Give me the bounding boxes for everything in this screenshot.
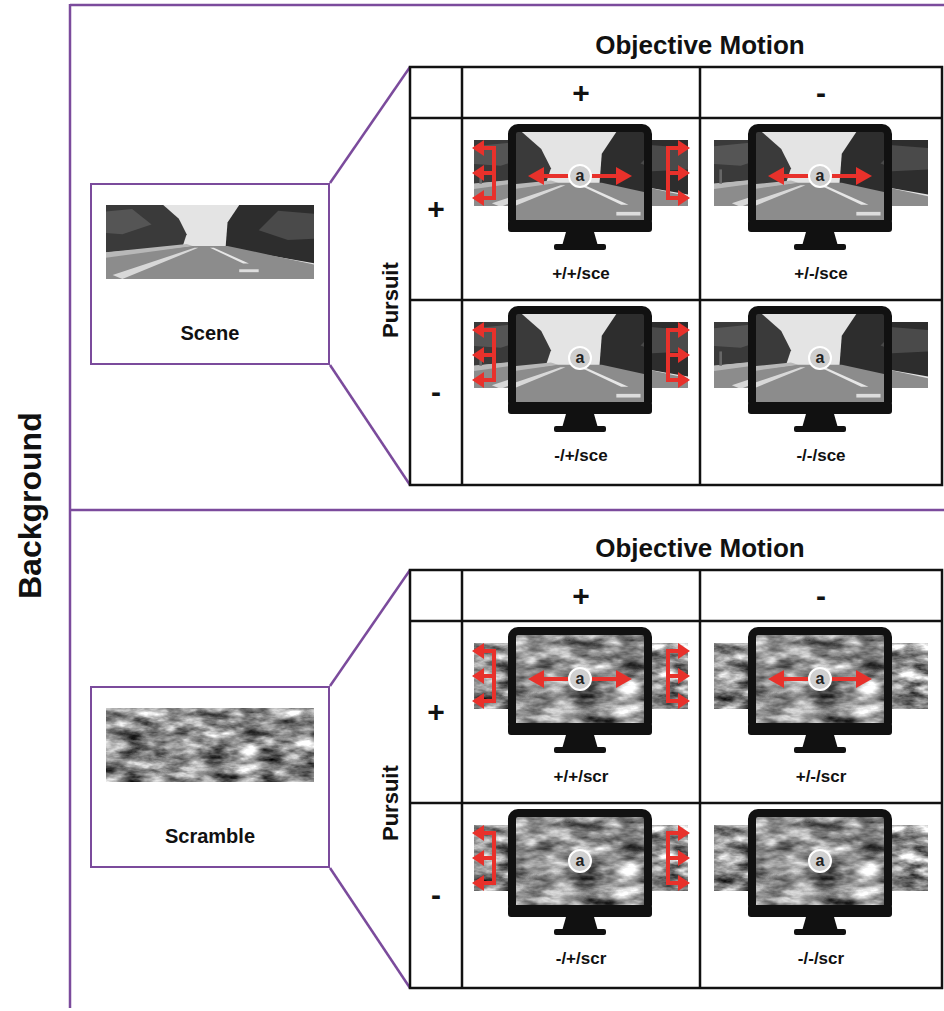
row-sign: + [427,695,445,730]
table-line [461,570,464,988]
fixation-dot: a [808,667,832,691]
condition-cell: +/-/scr a [700,621,942,803]
node-label: -/+/sce [554,446,607,466]
label-holder: - [431,375,441,410]
label-holder: + [427,192,445,227]
fixation-dot: a [568,164,592,188]
column-title: Objective Motion [595,534,805,564]
fixation-dot: a [568,667,592,691]
row-sign: - [431,878,441,913]
column-sign: + [572,579,590,614]
monitor-illustration [435,128,726,250]
scene-image [93,205,327,279]
monitor-illustration [435,310,726,432]
zoom-line [330,570,410,686]
image-box: Scramble [90,686,330,868]
condition-cell: +/+/sce a [462,118,700,300]
fixation-dot: a [568,346,592,370]
table-line [699,570,702,988]
frame-line [70,509,944,512]
table-line [410,620,942,623]
condition-cell: +/-/sce a [700,118,942,300]
label-holder: Objective Motion [595,31,805,61]
node-label: Scene [181,322,240,345]
dot-letter: a [576,853,585,869]
column-sign: - [816,579,826,614]
node-label: +/+/sce [552,264,610,284]
label-holder: Background [12,412,49,599]
fixation-dot: a [568,849,592,873]
node-label: +/-/sce [794,264,847,284]
dot-letter: a [576,350,585,366]
condition-cell: +/+/scr a [462,621,700,803]
node-label: Scramble [165,825,255,848]
zoom-line [330,67,410,183]
label-holder: - [816,76,826,111]
label-holder: + [572,579,590,614]
monitor-illustration [435,631,726,753]
label-holder: + [572,76,590,111]
row-title: Pursuit [378,262,403,338]
dot-letter: a [576,671,585,687]
node-label: -/-/sce [796,446,845,466]
table-line [461,67,464,485]
table-frame [410,570,942,988]
zoom-line [330,868,410,988]
table-line [410,802,942,805]
dot-letter: a [576,168,585,184]
node-label: +/-/scr [796,767,847,787]
row-sign: + [427,192,445,227]
label-holder: + [427,695,445,730]
monitor-illustration [675,310,944,432]
table-line [410,299,942,302]
row-sign: - [431,375,441,410]
label-holder: - [816,579,826,614]
monitor-illustration [435,813,726,935]
row-title: Pursuit [378,765,403,841]
dot-letter: a [816,350,825,366]
condition-cell: -/-/scr a [700,803,942,988]
scramble-image [93,708,327,782]
dot-letter: a [816,671,825,687]
label-holder: Pursuit [378,262,404,338]
fixation-dot: a [808,346,832,370]
image-box: Scene [90,183,330,365]
monitor-illustration [675,631,944,753]
axis-title: Background [12,412,49,599]
monitor-illustration [675,128,944,250]
dot-letter: a [816,853,825,869]
scene-section [93,67,944,485]
fixation-dot: a [808,164,832,188]
column-sign: - [816,76,826,111]
label-holder: Pursuit [378,765,404,841]
node-label: -/-/scr [798,949,844,969]
node-label: -/+/scr [556,949,607,969]
table-line [410,117,942,120]
node-label: +/+/scr [554,767,609,787]
dot-letter: a [816,168,825,184]
condition-cell: -/+/scr a [462,803,700,988]
scramble-section [93,570,944,988]
condition-cell: -/-/sce a [700,300,942,485]
table-frame [410,67,942,485]
table-line [699,67,702,485]
monitor-illustration [675,813,944,935]
frame-line [70,4,944,7]
frame-line [69,4,72,1008]
label-holder: Objective Motion [595,534,805,564]
fixation-dot: a [808,849,832,873]
column-sign: + [572,76,590,111]
zoom-line [330,365,410,485]
column-title: Objective Motion [595,31,805,61]
label-holder: - [431,878,441,913]
condition-cell: -/+/sce a [462,300,700,485]
